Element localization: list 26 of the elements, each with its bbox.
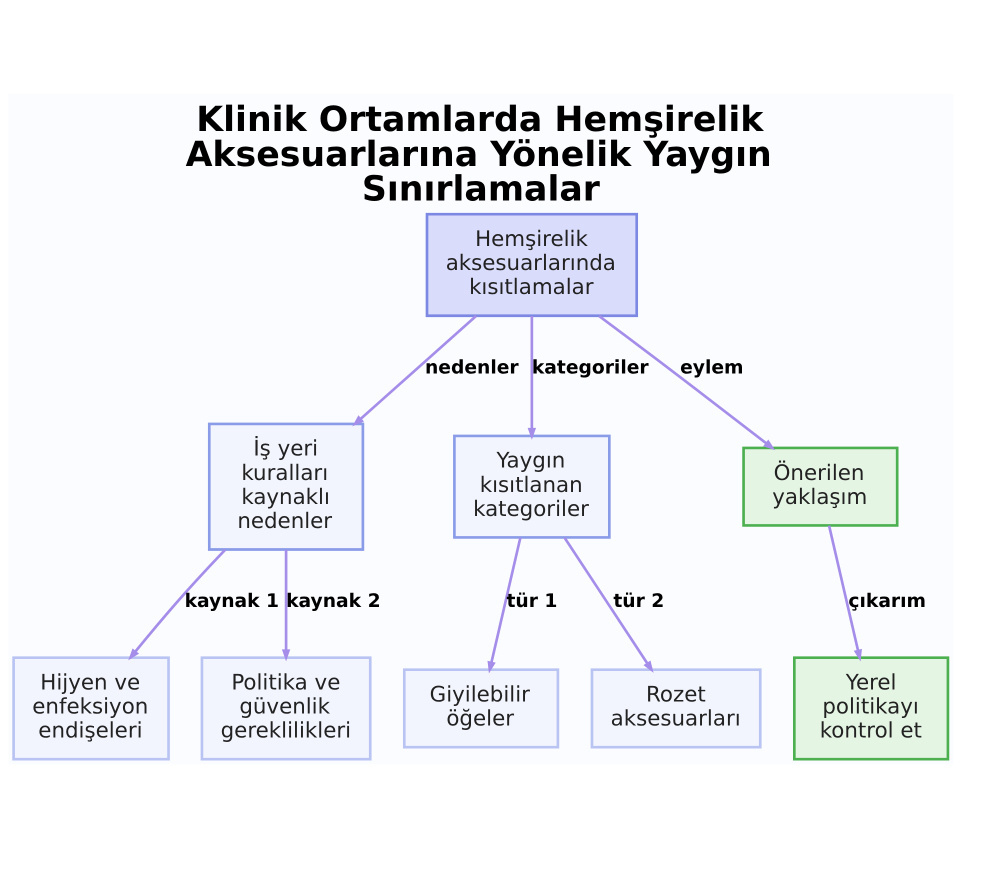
node-box: Yerel politikayı kontrol et xyxy=(793,656,950,760)
edge-label: kaynak 2 xyxy=(286,590,381,612)
arrow xyxy=(563,536,654,672)
edge-label: tür 2 xyxy=(613,590,664,612)
node-box: İş yeri kuralları kaynaklı nedenler xyxy=(208,422,364,550)
node-box: Rozet aksesuarları xyxy=(590,668,762,748)
edge-label: tür 1 xyxy=(506,590,558,612)
edge-label: nedenler xyxy=(425,356,519,378)
arrow xyxy=(282,549,290,661)
arrow xyxy=(488,536,522,673)
arrow xyxy=(352,314,477,426)
node-box: Yaygın kısıtlanan kategoriler xyxy=(453,434,611,538)
edge-label: çıkarım xyxy=(848,590,926,612)
edge-label: eylem xyxy=(680,356,744,378)
node-box: Hijyen ve enfeksiyon endişeleri xyxy=(12,656,170,760)
arrow xyxy=(528,316,536,440)
node-box: Giyilebilir öğeler xyxy=(402,668,560,748)
arrow xyxy=(828,524,862,662)
node-box: Hemşirelik aksesuarlarında kısıtlamalar xyxy=(426,212,638,317)
arrow xyxy=(598,314,776,450)
node-box: Önerilen yaklaşım xyxy=(742,446,898,526)
edge-label: kategoriler xyxy=(532,356,649,378)
edge-label: kaynak 1 xyxy=(184,590,280,612)
arrow xyxy=(128,548,226,660)
node-box: Politika ve güvenlik gereklilikleri xyxy=(200,656,372,760)
diagram-title: Klinik Ortamlarda Hemşirelik Aksesuarlarına Yönelik Yaygın Sınırlamalar xyxy=(186,100,772,210)
